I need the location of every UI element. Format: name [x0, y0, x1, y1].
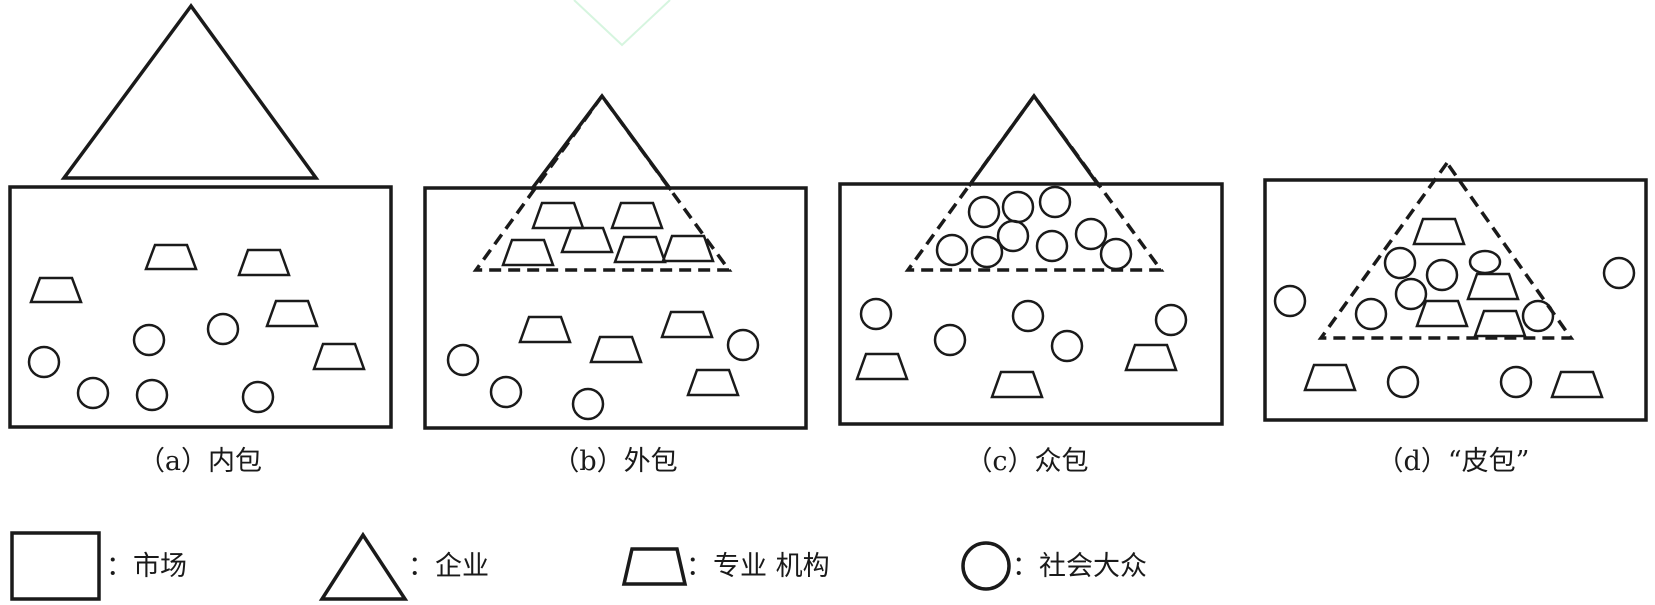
institution-icons: [29, 243, 366, 371]
institution-icon: [312, 342, 366, 371]
decorative-mark: [573, 0, 671, 47]
institution-icon: [660, 310, 714, 339]
panel-outsourcing: （b）外包: [423, 93, 808, 477]
public-icon: [206, 312, 240, 346]
institution-icon: [1466, 272, 1520, 301]
institution-icons-inside: [501, 201, 715, 267]
legend-enterprise-symbol: [318, 531, 409, 601]
public-icon: [489, 375, 523, 409]
public-icon: [1099, 237, 1133, 271]
enterprise-boundary-dashed: [904, 93, 1165, 272]
enterprise-triangle: [60, 3, 320, 180]
panel-shell: （d）“皮包”: [1263, 159, 1648, 477]
enterprise-triangle-top: [967, 93, 1101, 188]
institution-icon: [144, 243, 198, 271]
public-icon: [1499, 365, 1533, 399]
public-icon: [967, 195, 1001, 229]
icons-outside: [1273, 256, 1636, 399]
public-icon: [1273, 284, 1307, 318]
institution-icon: [613, 235, 667, 264]
public-icon: [1001, 190, 1035, 224]
legend-institution-symbol: [621, 547, 688, 586]
institution-icon: [29, 276, 83, 304]
public-icon: [1354, 297, 1388, 331]
institution-icon: [1303, 363, 1357, 392]
public-icon: [1011, 299, 1045, 333]
institution-icon: [1473, 309, 1527, 338]
market-box: [8, 185, 393, 429]
public-icon: [1602, 256, 1636, 290]
public-icon: [1521, 299, 1555, 333]
public-icon: [996, 219, 1030, 253]
institution-icon: [531, 201, 585, 230]
market-box: [423, 186, 808, 430]
market-box: [838, 182, 1224, 426]
caption-insourcing: （a）内包: [138, 446, 262, 477]
public-icon: [1425, 258, 1459, 292]
legend: ：市场 ：企业 ：专业 机构 ：社会大众: [10, 531, 1147, 601]
public-icon: [132, 323, 166, 357]
public-icon: [1038, 185, 1072, 219]
institution-icon: [237, 248, 291, 277]
public-icon: [1394, 277, 1428, 311]
public-icon: [27, 345, 61, 379]
public-icon: [1386, 365, 1420, 399]
institution-icon: [501, 238, 555, 267]
institution-icons: [855, 343, 1178, 399]
legend-public-label: ：社会大众: [1012, 551, 1147, 582]
public-icon: [76, 376, 110, 410]
public-icon: [1050, 329, 1084, 363]
public-icons: [27, 312, 275, 414]
enterprise-triangle-top: [529, 93, 673, 192]
caption-shell: （d）“皮包”: [1377, 446, 1530, 477]
public-icon: [859, 297, 893, 331]
institution-icon: [686, 368, 740, 397]
public-icons-inside: [935, 185, 1133, 271]
public-icons-outside: [859, 297, 1188, 363]
public-icon: [446, 343, 480, 377]
public-icon: [241, 380, 275, 414]
panel-crowdsourcing: （c）众包: [838, 93, 1224, 477]
institution-icon: [990, 370, 1044, 399]
institution-icon: [560, 226, 614, 254]
panel-insourcing: （a）内包: [8, 3, 393, 477]
public-icon: [1154, 303, 1188, 337]
public-icon: [1468, 249, 1502, 275]
enterprise-boundary-dashed: [1317, 159, 1575, 340]
institution-icons-outside: [518, 310, 740, 397]
enterprise-boundary-dashed: [472, 93, 733, 272]
public-icons: [446, 328, 760, 421]
institution-icon: [1415, 299, 1469, 328]
legend-enterprise-label: ：企业: [408, 551, 489, 582]
legend-market-label: ：市场: [106, 551, 187, 582]
institution-icon: [661, 234, 715, 263]
legend-institution-label: ：专业 机构: [686, 551, 830, 582]
market-box: [1263, 178, 1648, 422]
public-icon: [933, 323, 967, 357]
institution-icon: [1124, 343, 1178, 372]
institution-icon: [610, 201, 664, 230]
public-icon: [1383, 246, 1417, 280]
public-icon: [1035, 229, 1069, 263]
legend-market-symbol: [10, 531, 101, 601]
public-icon: [571, 387, 605, 421]
institution-icon: [1412, 217, 1466, 246]
mixed-icons-inside: [1354, 217, 1555, 338]
public-icon: [935, 233, 969, 267]
public-icon: [970, 235, 1004, 269]
public-icon: [726, 328, 760, 362]
institution-icon: [1550, 370, 1604, 399]
caption-outsourcing: （b）外包: [552, 446, 677, 477]
institution-icon: [265, 299, 319, 328]
institution-icon: [589, 335, 643, 364]
public-icon: [135, 378, 169, 412]
legend-public-symbol: [961, 541, 1011, 591]
institution-icon: [855, 352, 909, 381]
institution-icon: [518, 315, 572, 344]
caption-crowdsourcing: （c）众包: [965, 446, 1088, 477]
public-icon: [1074, 217, 1108, 251]
